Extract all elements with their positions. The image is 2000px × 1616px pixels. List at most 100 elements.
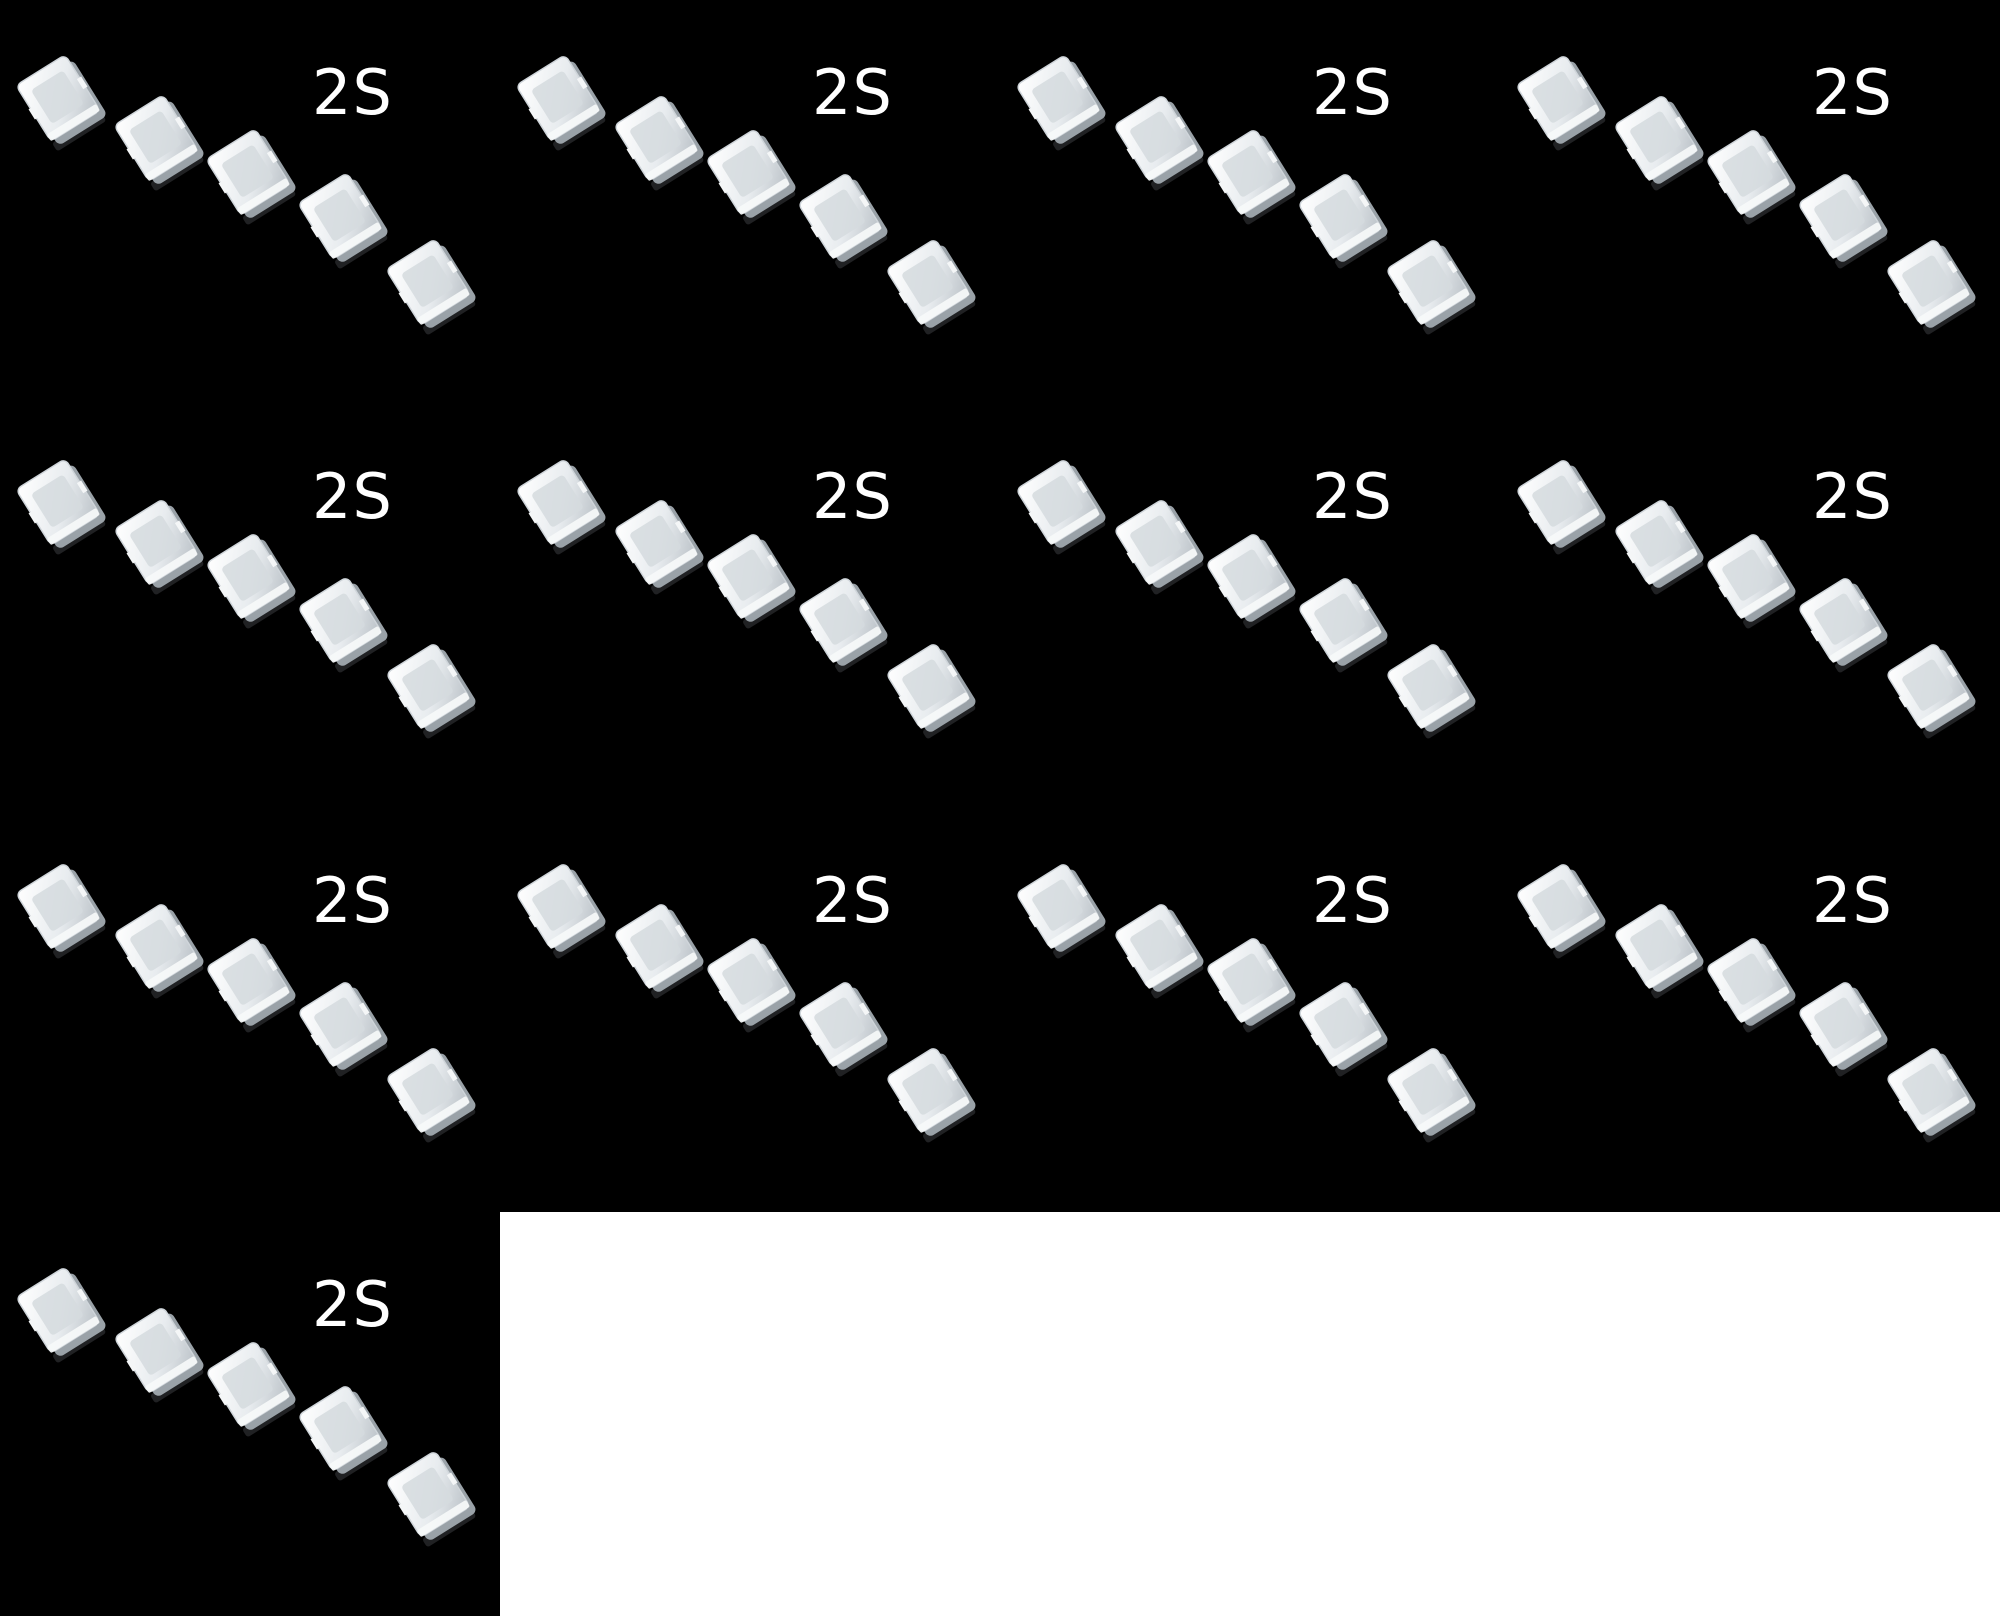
connector-covers-photo — [517, 864, 976, 1143]
connector-covers-photo — [17, 460, 476, 739]
tile-label: 2S — [312, 460, 393, 533]
connector-cover — [1115, 500, 1204, 595]
product-tile: 2S — [1000, 404, 1500, 808]
connector-cover — [299, 1386, 388, 1481]
connector-cover — [115, 500, 204, 595]
connector-cover — [387, 1452, 476, 1547]
connector-cover — [1299, 982, 1388, 1077]
tile-label: 2S — [812, 56, 893, 129]
connector-cover — [1517, 864, 1606, 959]
connector-cover — [387, 1048, 476, 1143]
connector-cover — [1517, 460, 1606, 555]
connector-cover — [799, 174, 888, 269]
connector-cover — [1615, 500, 1704, 595]
connector-covers-photo — [1517, 56, 1976, 335]
tile-label: 2S — [812, 864, 893, 937]
connector-covers-photo — [1517, 460, 1976, 739]
connector-cover — [517, 56, 606, 151]
tile-label: 2S — [312, 56, 393, 129]
connector-cover — [1887, 1048, 1976, 1143]
connector-cover — [707, 130, 796, 225]
tile-label: 2S — [1812, 460, 1893, 533]
connector-cover — [887, 1048, 976, 1143]
connector-cover — [615, 904, 704, 999]
product-tile: 2S — [500, 404, 1000, 808]
connector-cover — [1615, 904, 1704, 999]
connector-covers-photo — [517, 460, 976, 739]
connector-cover — [1707, 130, 1796, 225]
tile-label: 2S — [1312, 460, 1393, 533]
product-tile: 2S — [0, 808, 500, 1212]
connector-cover — [1887, 240, 1976, 335]
product-tile: 2S — [1000, 0, 1500, 404]
tile-label: 2S — [812, 460, 893, 533]
product-tile: 2S — [0, 0, 500, 404]
connector-cover — [1207, 534, 1296, 629]
connector-cover — [707, 534, 796, 629]
connector-cover — [1115, 96, 1204, 191]
tile-label: 2S — [312, 864, 393, 937]
tile-label: 2S — [312, 1268, 393, 1341]
product-tile: 2S — [1000, 808, 1500, 1212]
connector-cover — [615, 500, 704, 595]
connector-cover — [1387, 240, 1476, 335]
connector-cover — [887, 644, 976, 739]
connector-cover — [1017, 864, 1106, 959]
product-tile: 2S — [0, 1212, 500, 1616]
connector-cover — [1017, 56, 1106, 151]
connector-cover — [299, 174, 388, 269]
connector-cover — [17, 1268, 106, 1363]
connector-cover — [115, 96, 204, 191]
connector-cover — [17, 864, 106, 959]
connector-cover — [1017, 460, 1106, 555]
connector-cover — [799, 982, 888, 1077]
connector-covers-photo — [17, 864, 476, 1143]
connector-cover — [207, 938, 296, 1033]
connector-cover — [1707, 938, 1796, 1033]
connector-cover — [207, 130, 296, 225]
connector-cover — [1799, 174, 1888, 269]
connector-cover — [1299, 578, 1388, 673]
connector-covers-photo — [517, 56, 976, 335]
connector-cover — [17, 460, 106, 555]
connector-cover — [887, 240, 976, 335]
connector-cover — [1615, 96, 1704, 191]
connector-covers-photo — [17, 1268, 476, 1547]
product-tile: 2S — [1500, 404, 2000, 808]
tile-label: 2S — [1312, 864, 1393, 937]
connector-covers-photo — [1017, 864, 1476, 1143]
connector-covers-photo — [1017, 460, 1476, 739]
product-tile: 2S — [500, 808, 1000, 1212]
connector-cover — [1887, 644, 1976, 739]
connector-cover — [299, 578, 388, 673]
connector-cover — [1207, 938, 1296, 1033]
connector-cover — [115, 1308, 204, 1403]
connector-cover — [17, 56, 106, 151]
connector-cover — [387, 644, 476, 739]
connector-covers-photo — [17, 56, 476, 335]
tile-label: 2S — [1812, 56, 1893, 129]
product-tile: 2S — [1500, 0, 2000, 404]
connector-cover — [1115, 904, 1204, 999]
connector-cover — [799, 578, 888, 673]
tile-label: 2S — [1312, 56, 1393, 129]
connector-cover — [517, 460, 606, 555]
connector-cover — [1207, 130, 1296, 225]
connector-cover — [115, 904, 204, 999]
connector-cover — [707, 938, 796, 1033]
connector-cover — [1517, 56, 1606, 151]
connector-cover — [1799, 982, 1888, 1077]
connector-cover — [615, 96, 704, 191]
connector-cover — [1387, 644, 1476, 739]
connector-cover — [207, 534, 296, 629]
connector-cover — [299, 982, 388, 1077]
connector-cover — [1387, 1048, 1476, 1143]
tile-label: 2S — [1812, 864, 1893, 937]
product-tile: 2S — [0, 404, 500, 808]
connector-cover — [517, 864, 606, 959]
connector-cover — [1799, 578, 1888, 673]
connector-cover — [207, 1342, 296, 1437]
connector-cover — [1707, 534, 1796, 629]
connector-cover — [1299, 174, 1388, 269]
